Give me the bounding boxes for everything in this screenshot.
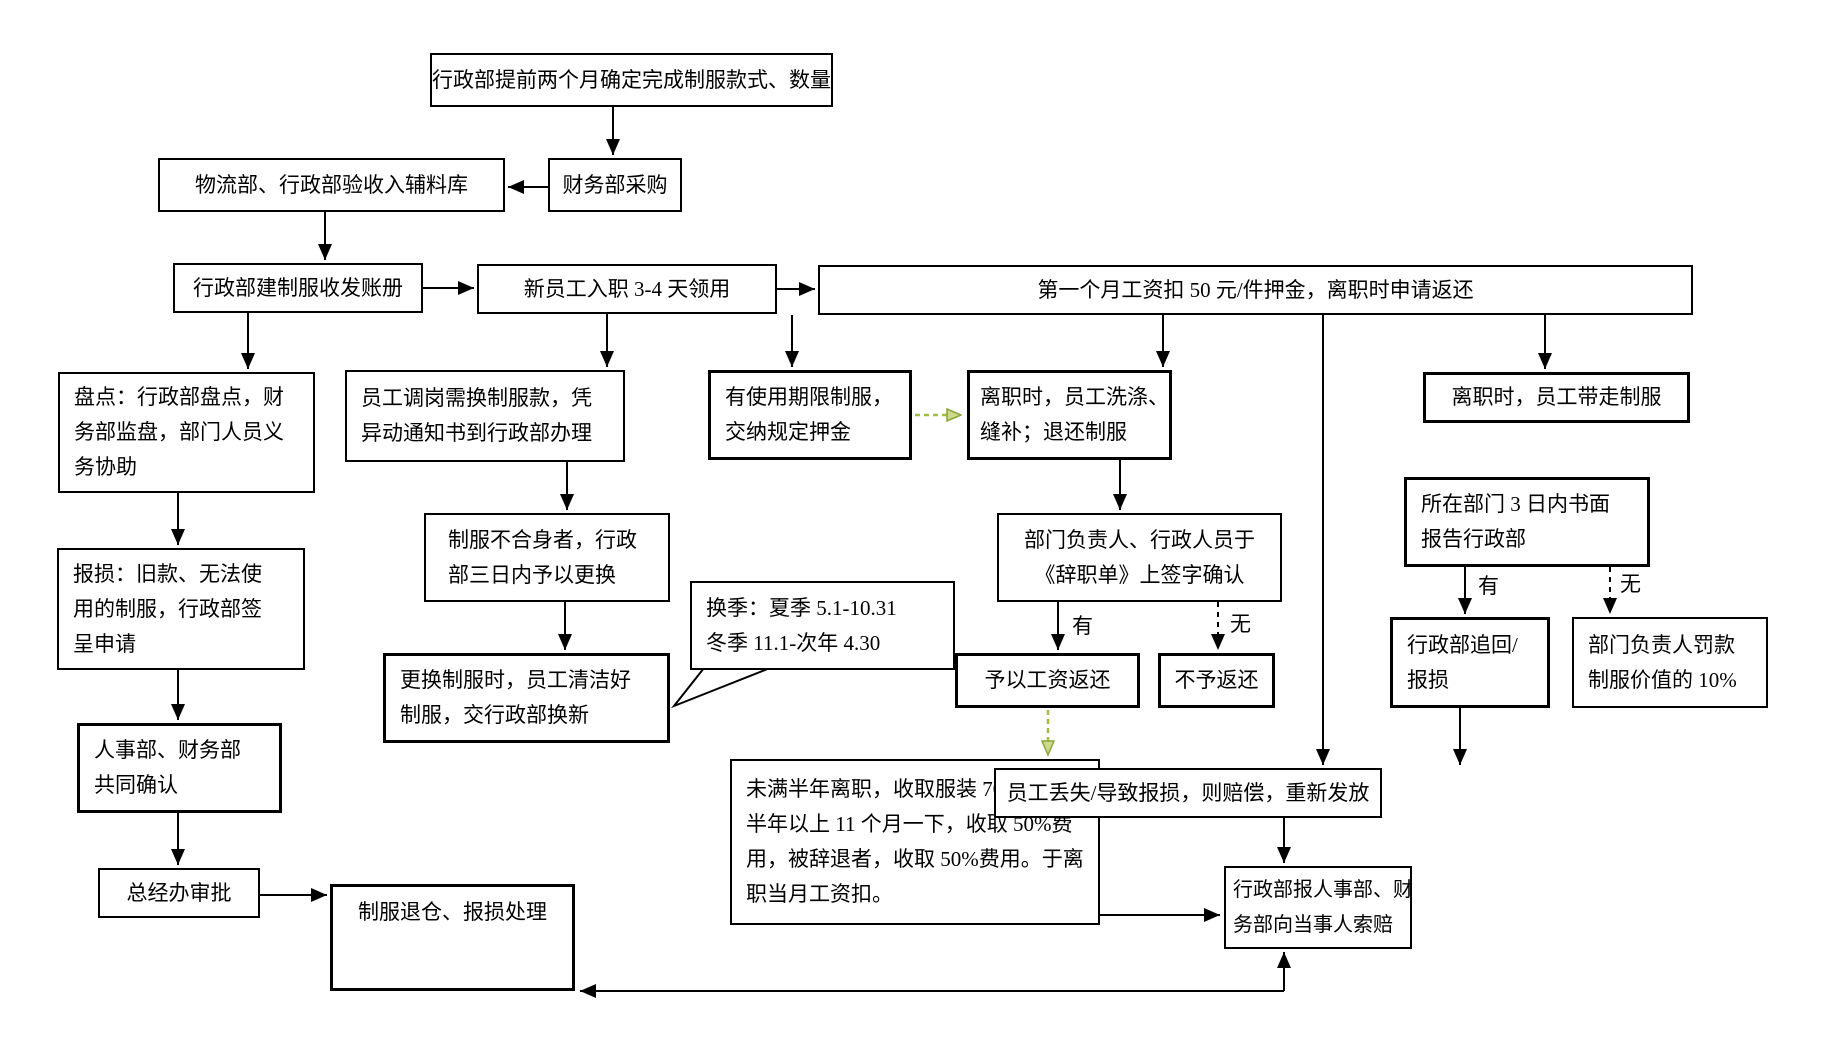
node-damage-report: 报损：旧款、无法使用的制服，行政部签呈申请 bbox=[57, 548, 305, 670]
node-transfer: 员工调岗需换制服款，凭异动通知书到行政部办理 bbox=[345, 370, 625, 462]
node-refund-yes-text: 予以工资返还 bbox=[984, 668, 1111, 692]
branch-label: 无 bbox=[1620, 572, 1641, 596]
node-dept-report-text: 所在部门 3 日内书面 bbox=[1421, 492, 1610, 516]
node-purchase-text: 财务部采购 bbox=[562, 172, 668, 197]
node-bad-fit-text: 制服不合身者，行政 bbox=[448, 527, 637, 552]
node-clean-swap-text: 制服，交行政部换新 bbox=[400, 703, 589, 727]
node-limited-term: 有使用期限制服， 交纳规定押金 bbox=[708, 370, 912, 460]
node-dept-report-text: 报告行政部 bbox=[1421, 527, 1526, 551]
node-inspect-text: 物流部、行政部验收入辅料库 bbox=[195, 172, 468, 197]
node-transfer-text: 异动通知书到行政部办理 bbox=[361, 421, 592, 445]
node-stocktake-text: 务部监盘，部门人员义 bbox=[74, 420, 284, 444]
node-refund-yes: 予以工资返还 bbox=[955, 653, 1140, 708]
node-fee-rules-text: 职当月工资扣。 bbox=[746, 882, 893, 906]
node-claim-text: 行政部报人事部、财 bbox=[1233, 878, 1413, 901]
node-warehouse-return: 制服退仓、报损处理 bbox=[330, 884, 575, 991]
node-plan-text: 行政部提前两个月确定完成制服款式、数量 bbox=[432, 67, 831, 92]
node-take-away-text: 离职时，员工带走制服 bbox=[1451, 385, 1662, 409]
node-new-staff: 新员工入职 3-4 天领用 bbox=[477, 264, 777, 314]
node-stocktake-text: 务协助 bbox=[74, 455, 137, 479]
node-damage-report-text: 报损：旧款、无法使 bbox=[73, 561, 262, 586]
node-stocktake: 盘点：行政部盘点，财务部监盘，部门人员义务协助 bbox=[58, 372, 315, 493]
node-dept-fine: 部门负责人罚款制服价值的 10% bbox=[1572, 617, 1768, 708]
node-clean-swap-text: 更换制服时，员工清洁好 bbox=[400, 668, 631, 692]
node-bad-fit: 制服不合身者，行政部三日内予以更换 bbox=[424, 513, 670, 602]
node-stocktake-text: 盘点：行政部盘点，财 bbox=[74, 385, 284, 409]
node-season-callout-text: 换季：夏季 5.1-10.31 bbox=[706, 595, 897, 620]
node-warehouse-return-text: 制服退仓、报损处理 bbox=[358, 900, 547, 924]
node-admin-recover-text: 行政部追回/ bbox=[1407, 632, 1518, 657]
node-season-callout-text: 冬季 11.1-次年 4.30 bbox=[706, 630, 881, 655]
node-resign-sign-text: 《辞职单》上签字确认 bbox=[1034, 562, 1245, 587]
node-hr-finance-confirm-text: 人事部、财务部 bbox=[94, 738, 241, 762]
node-limited-term-text: 有使用期限制服， bbox=[725, 385, 893, 409]
node-take-away: 离职时，员工带走制服 bbox=[1423, 372, 1690, 423]
node-deposit-text: 第一个月工资扣 50 元/件押金，离职时申请返还 bbox=[1037, 277, 1474, 302]
node-admin-recover-text: 报损 bbox=[1407, 667, 1449, 692]
node-plan: 行政部提前两个月确定完成制服款式、数量 bbox=[430, 53, 833, 107]
node-bad-fit-text: 部三日内予以更换 bbox=[448, 562, 616, 587]
node-fee-rules-text: 用，被辞退者，收取 50%费用。于离 bbox=[746, 847, 1084, 871]
node-refund-no-text: 不予返还 bbox=[1174, 668, 1259, 692]
node-clean-swap: 更换制服时，员工清洁好制服，交行政部换新 bbox=[383, 653, 670, 743]
node-lost-compensate: 员工丢失/导致报损，则赔偿，重新发放 bbox=[994, 768, 1382, 818]
node-damage-report-text: 用的制服，行政部签 bbox=[73, 596, 262, 621]
branch-label: 有 bbox=[1072, 614, 1093, 638]
branch-label: 有 bbox=[1478, 574, 1499, 598]
node-admin-recover: 行政部追回/报损 bbox=[1390, 617, 1550, 708]
node-lost-compensate-text: 员工丢失/导致报损，则赔偿，重新发放 bbox=[1006, 780, 1370, 805]
node-refund-no: 不予返还 bbox=[1158, 653, 1275, 708]
node-damage-report-text: 呈申请 bbox=[73, 631, 136, 656]
node-fee-rules: 未满半年离职，收取服装 70%费用；半年以上 11 个月一下，收取 50%费用，… bbox=[730, 759, 1100, 925]
callout-tail bbox=[670, 667, 771, 709]
node-ledger-text: 行政部建制服收发账册 bbox=[193, 275, 403, 300]
node-gm-approve: 总经办审批 bbox=[98, 868, 260, 918]
node-inspect: 物流部、行政部验收入辅料库 bbox=[158, 158, 505, 212]
node-gm-approve-text: 总经办审批 bbox=[126, 880, 232, 905]
node-resign-sign-text: 部门负责人、行政人员于 bbox=[1024, 527, 1255, 552]
node-limited-term-text: 交纳规定押金 bbox=[725, 420, 851, 444]
node-purchase: 财务部采购 bbox=[548, 158, 682, 212]
node-ledger: 行政部建制服收发账册 bbox=[173, 263, 423, 313]
node-dept-fine-text: 部门负责人罚款 bbox=[1588, 632, 1735, 657]
node-resign-sign: 部门负责人、行政人员于《辞职单》上签字确认 bbox=[997, 513, 1282, 602]
node-deposit: 第一个月工资扣 50 元/件押金，离职时申请返还 bbox=[818, 265, 1693, 315]
node-wash-return-text: 离职时，员工洗涤、 bbox=[980, 385, 1169, 409]
branch-label: 无 bbox=[1230, 612, 1251, 636]
node-new-staff-text: 新员工入职 3-4 天领用 bbox=[523, 276, 731, 301]
node-wash-return-text: 缝补；退还制服 bbox=[980, 420, 1127, 444]
node-wash-return: 离职时，员工洗涤、缝补；退还制服 bbox=[967, 370, 1172, 460]
node-claim-text: 务部向当事人索赔 bbox=[1233, 913, 1393, 936]
node-hr-finance-confirm: 人事部、财务部共同确认 bbox=[77, 723, 282, 813]
node-dept-fine-text: 制服价值的 10% bbox=[1588, 667, 1737, 692]
node-transfer-text: 员工调岗需换制服款，凭 bbox=[361, 386, 592, 410]
node-dept-report: 所在部门 3 日内书面报告行政部 bbox=[1404, 477, 1650, 567]
node-claim: 行政部报人事部、财务部向当事人索赔 bbox=[1224, 866, 1413, 949]
node-hr-finance-confirm-text: 共同确认 bbox=[94, 773, 178, 797]
node-season-callout: 换季：夏季 5.1-10.31 冬季 11.1-次年 4.30 bbox=[690, 581, 955, 670]
